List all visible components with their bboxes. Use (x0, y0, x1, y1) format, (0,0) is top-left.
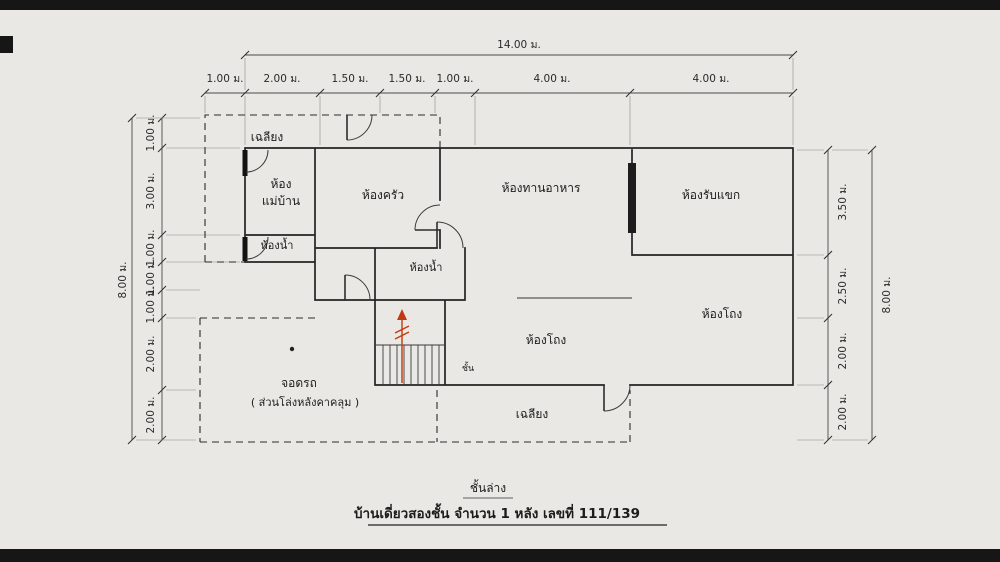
scan-left-mark (0, 36, 13, 53)
dimension-top: 14.00 ม. 1.00 ม. 2.00 ม. 1.50 ม. 1.50 ม.… (200, 39, 798, 145)
label-bathroom-2: ห้องน้ำ (410, 259, 443, 274)
door-arc-bath1 (245, 236, 269, 260)
dim-left-seg-5: 2.00 ม. (145, 336, 157, 373)
dim-right-seg-1: 2.50 ม. (837, 268, 849, 305)
door-arc-bath2 (436, 221, 464, 249)
walls (242, 147, 794, 386)
staircase (375, 309, 445, 385)
dim-top-seg-1: 2.00 ม. (264, 73, 301, 85)
window-symbol (628, 163, 636, 233)
floor-label: ชั้นล่าง (470, 479, 506, 495)
scan-top-bar (0, 0, 1000, 10)
dim-top-seg-3: 1.50 ม. (389, 73, 426, 85)
dim-top-seg-4: 1.00 ม. (437, 73, 474, 85)
label-maid-room-line2: แม่บ้าน (262, 194, 300, 208)
dim-right-total: 8.00 ม. (881, 277, 893, 314)
door-arc-porch-bottom (603, 384, 631, 412)
dim-left-seg-6: 2.00 ม. (145, 397, 157, 434)
dim-left-seg-0: 1.00 ม. (145, 115, 157, 152)
sheet-title: บ้านเดี่ยวสองชั้น จำนวน 1 หลัง เลขที่ 11… (354, 503, 640, 522)
dim-left-seg-3: 1.00 ม. (145, 259, 157, 296)
door-arc-porch-top (346, 114, 373, 141)
room-labels: เฉลียง ห้อง แม่บ้าน ห้องครัว ห้องทานอาหา… (251, 130, 743, 421)
dim-top-seg-6: 4.00 ม. (693, 73, 730, 85)
dim-left-seg-2: 1.00 ม. (145, 230, 157, 267)
stair-direction-arrow (394, 309, 410, 383)
label-guest-room: ห้องรับแขก (682, 188, 740, 202)
door-swings (245, 114, 631, 412)
dim-right-seg-2: 2.00 ม. (837, 333, 849, 370)
dim-left-total: 8.00 ม. (117, 262, 129, 299)
label-dining: ห้องทานอาหาร (502, 181, 581, 195)
door-arc-kitchen (414, 204, 441, 231)
label-hall-right: ห้องโถง (702, 307, 743, 321)
parking-dot-mark (289, 346, 295, 352)
dim-top-total: 14.00 ม. (497, 39, 541, 51)
scan-bottom-bar (0, 549, 1000, 562)
label-maid-room-line1: ห้อง (271, 177, 292, 191)
label-parking: จอดรถ (281, 376, 317, 390)
label-hall-center: ห้องโถง (526, 333, 567, 347)
door-arc-hall (344, 274, 371, 301)
dim-top-seg-0: 1.00 ม. (207, 73, 244, 85)
dim-left-seg-1: 3.00 ม. (145, 173, 157, 210)
label-bathroom-1: ห้องน้ำ (261, 237, 294, 252)
dimension-left: 8.00 ม. 1.00 ม. 3.00 ม. 1.00 ม. 1.00 ม. … (117, 113, 240, 445)
label-parking-note: ( ส่วนโล่งหลังคาคลุม ) (251, 395, 359, 409)
dashed-boundaries (199, 114, 631, 443)
dim-left-seg-4: 1.00 ม. (145, 287, 157, 324)
dim-right-seg-3: 2.00 ม. (837, 394, 849, 431)
label-kitchen: ห้องครัว (362, 188, 404, 202)
dimension-right: 3.50 ม. 2.50 ม. 2.00 ม. 2.00 ม. 8.00 ม. (797, 145, 893, 445)
label-stairs: ชั้น (462, 361, 474, 374)
footer: ชั้นล่าง บ้านเดี่ยวสองชั้น จำนวน 1 หลัง … (354, 479, 667, 526)
dim-right-seg-0: 3.50 ม. (837, 184, 849, 221)
dim-top-seg-5: 4.00 ม. (534, 73, 571, 85)
dim-top-seg-2: 1.50 ม. (332, 73, 369, 85)
label-porch-bottom: เฉลียง (516, 407, 549, 421)
door-arc-maid (245, 149, 269, 173)
label-porch-top: เฉลียง (251, 130, 284, 144)
